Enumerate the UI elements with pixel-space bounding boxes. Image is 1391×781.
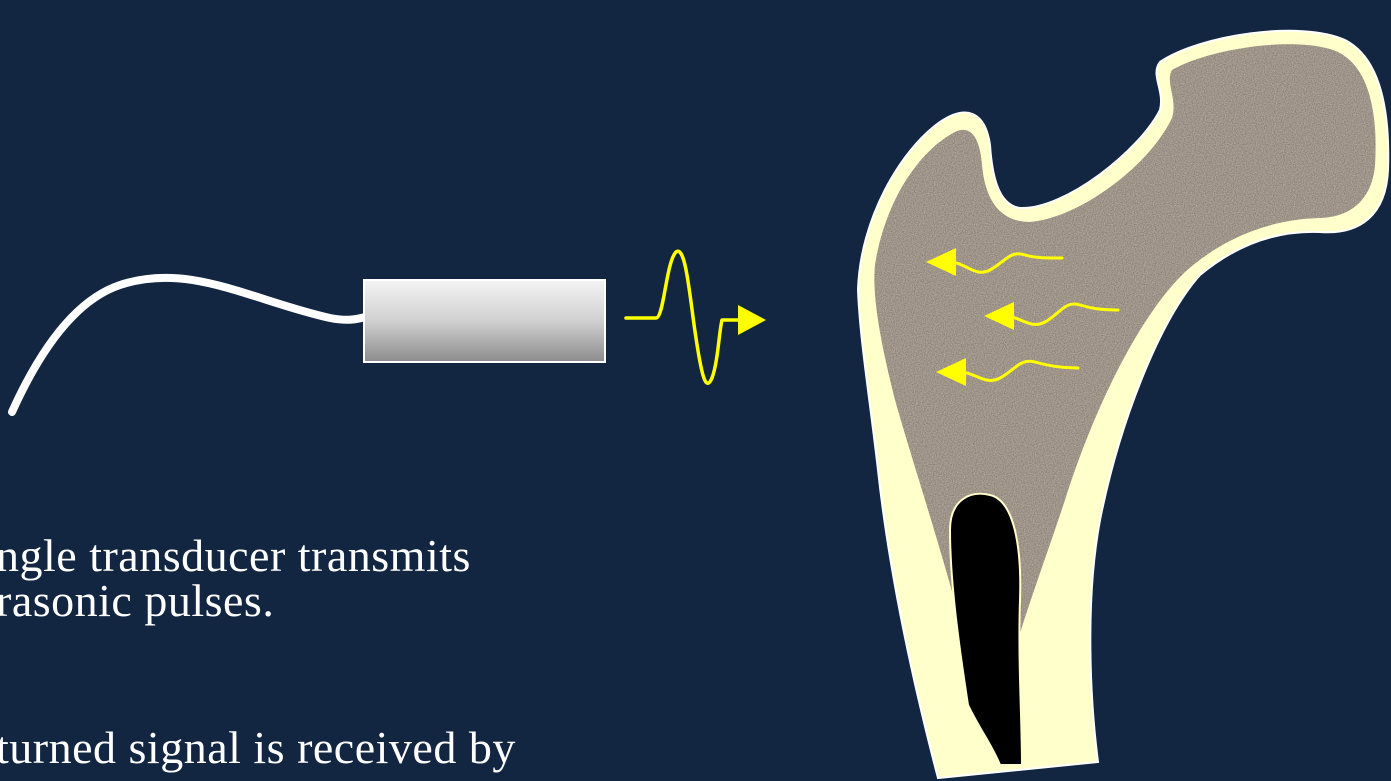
pulse-arrowhead: [738, 305, 766, 335]
bullet-text-line-2: rasonic pulses.: [0, 578, 274, 624]
ultrasound-pulse: [626, 251, 742, 383]
transducer-cable: [12, 278, 365, 412]
bullet-text-line-3: turned signal is received by: [0, 725, 516, 771]
transducer: [364, 280, 605, 362]
bullet-text-line-1: ngle transducer transmits: [0, 533, 471, 579]
